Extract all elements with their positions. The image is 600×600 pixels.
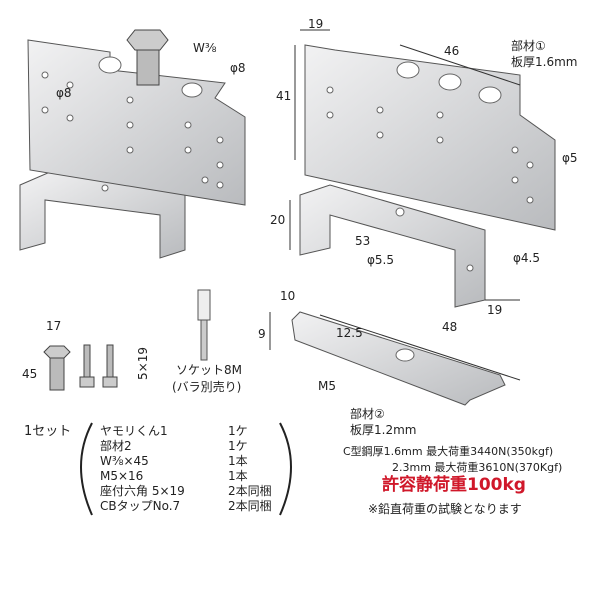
spec-line-2: 2.3mm 最大荷重3610N(370Kgf)	[392, 461, 563, 474]
spec-line-1: C型鋼厚1.6mm 最大荷重3440N(350kgf)	[343, 445, 554, 458]
bolt-label: W⅜	[193, 41, 217, 55]
dim-height: 41	[276, 89, 291, 103]
socket-note: (バラ別売り)	[172, 379, 241, 394]
screw-label: M5	[318, 379, 336, 393]
set-title: 1セット	[24, 424, 72, 439]
hole-right-label: φ8	[230, 61, 246, 75]
set-item-name: W⅜×45	[100, 454, 149, 468]
spec-note: ※鉛直荷重の試験となります	[368, 502, 522, 516]
set-item-name: CBタップNo.7	[100, 499, 181, 513]
dim-10: 10	[280, 289, 295, 303]
set-item-qty: 1本	[228, 454, 248, 468]
set-item-qty: 2本同梱	[228, 499, 272, 513]
bolt-length: 45	[22, 367, 37, 381]
hole-bottom-label: φ4.5	[513, 251, 540, 265]
close-paren	[279, 422, 292, 516]
dim-top-width: 46	[444, 44, 459, 58]
set-item-name: 部材2	[100, 439, 132, 453]
dim-bottom: 19	[487, 303, 502, 317]
set-item-qty: 1本	[228, 469, 248, 483]
dim-top-left: 19	[308, 17, 323, 31]
open-paren	[80, 422, 93, 516]
screw-size: 5×19	[136, 347, 150, 380]
hole-left-label: φ8	[56, 86, 72, 100]
hole-center-label: φ5.5	[367, 253, 394, 267]
part1-thickness: 板厚1.6mm	[511, 55, 577, 69]
dim-53: 53	[355, 234, 370, 248]
part2-thickness: 板厚1.2mm	[350, 423, 416, 437]
dim-9: 9	[258, 327, 266, 341]
right-bracket: 19 46 部材① 板厚1.6mm 41 φ5 20 53 φ5.5 φ4.5 …	[270, 17, 578, 317]
socket-label: ソケット8M	[176, 363, 242, 377]
set-item-name: M5×16	[100, 469, 144, 483]
set-item-qty: 1ケ	[228, 439, 248, 453]
set-item-qty: 1ケ	[228, 424, 248, 438]
set-item-name: 座付六角 5×19	[100, 484, 185, 498]
hole-side-label: φ5	[562, 151, 578, 165]
dim-12-5: 12.5	[336, 326, 363, 340]
part2-name: 部材②	[350, 406, 385, 421]
dim-48: 48	[442, 320, 457, 334]
allowable-load: 許容静荷重100kg	[382, 475, 526, 495]
left-bracket: W⅜ φ8 φ8	[19, 29, 246, 259]
part2-plate: 10 9 12.5 48 M5 部材② 板厚1.2mm	[258, 289, 521, 437]
set-item-qty: 2本同梱	[228, 484, 272, 498]
dim-lower: 20	[270, 213, 285, 227]
set-item-name: ヤモリくん1	[100, 424, 168, 438]
hardware: 17 45 5×19 ソケット8M (バラ別売り)	[22, 289, 242, 394]
bolt-width: 17	[46, 319, 61, 333]
part1-name: 部材①	[511, 38, 546, 53]
